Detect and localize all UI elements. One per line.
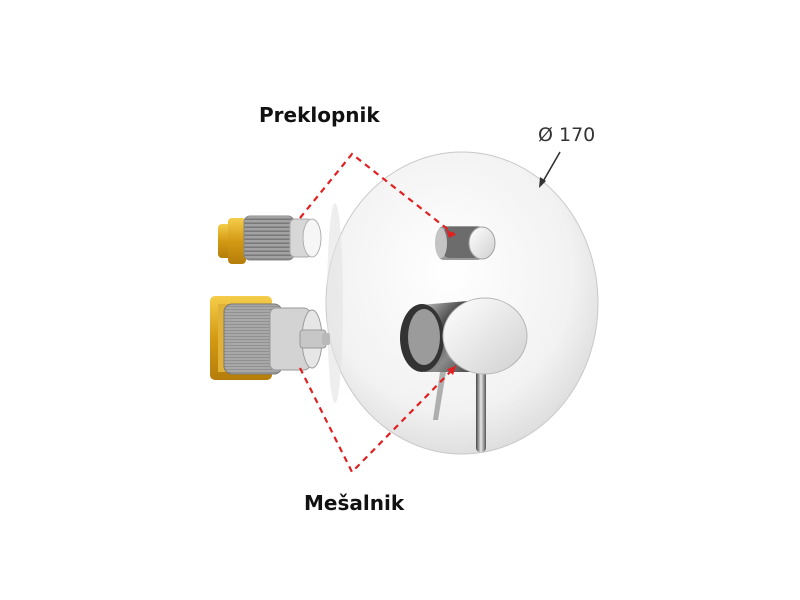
diverter-knob bbox=[435, 226, 496, 260]
mixer-connector-lines bbox=[299, 365, 457, 474]
mixer-cartridge bbox=[210, 296, 330, 380]
diameter-arrow bbox=[539, 151, 561, 188]
diverter-cartridge bbox=[218, 215, 322, 264]
diameter-label: Ø 170 bbox=[538, 124, 596, 146]
mixer-label: Mešalnik bbox=[304, 491, 405, 515]
diverter-connector-lines bbox=[299, 152, 456, 238]
mixer-handle bbox=[400, 297, 528, 452]
diverter-label: Preklopnik bbox=[259, 103, 380, 127]
